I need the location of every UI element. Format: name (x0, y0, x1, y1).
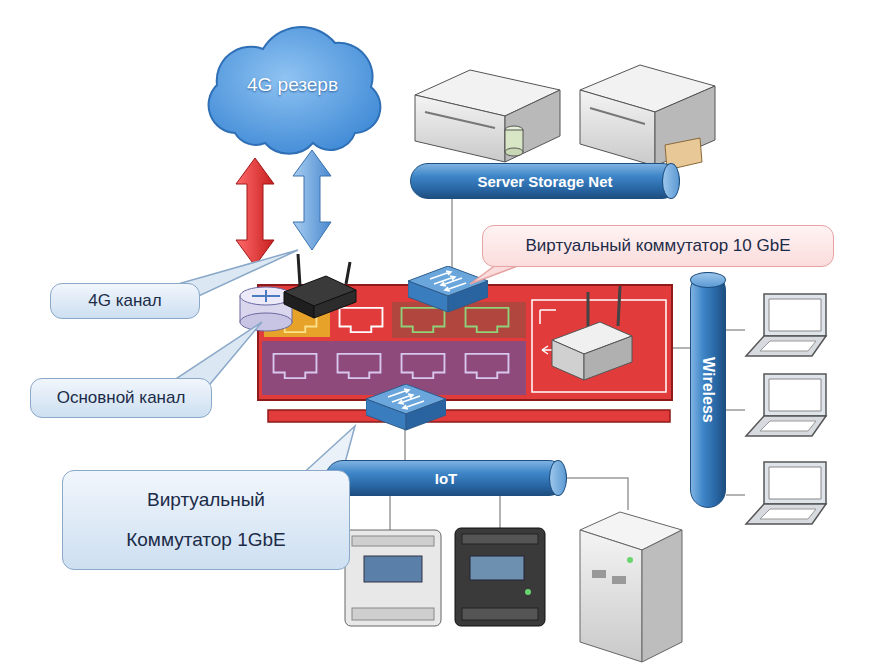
wireless-link (672, 347, 690, 349)
callout-bubble: Виртуальный коммутатор 10 GbE (482, 225, 834, 267)
meter-dark (455, 528, 545, 626)
storage-link (451, 198, 453, 272)
node-label: Wireless (699, 357, 717, 423)
callout-bubble: Виртуальный Коммутатор 1GbE (62, 470, 350, 570)
switch-1gbe (366, 384, 446, 430)
industrial-pc (580, 512, 682, 662)
network-pipe: Wireless (690, 272, 726, 508)
laptop-link (726, 329, 745, 331)
node-label: IoT (435, 470, 458, 487)
network-pipe: Server Storage Net (410, 163, 680, 199)
network-pipe: IoT (325, 460, 567, 496)
blue-double-arrow (293, 150, 331, 250)
callout-bubble: 4G канал (50, 283, 200, 319)
pipe-end-cap (690, 272, 726, 288)
red-double-arrow (236, 158, 274, 266)
meter-light (345, 530, 441, 626)
node-label: 4G канал (88, 291, 161, 311)
pipe-end-cap (662, 163, 680, 199)
server-right (580, 65, 715, 170)
node-label: Виртуальный Коммутатор 1GbE (121, 480, 291, 560)
laptop (746, 294, 826, 356)
pipe-end-cap (549, 460, 567, 496)
callout-bubble: Основной канал (30, 378, 212, 418)
node-label: Виртуальный коммутатор 10 GbE (526, 236, 791, 256)
node-label: Основной канал (57, 388, 186, 408)
laptop (746, 374, 826, 436)
4g-router (284, 254, 356, 318)
cloud-outline (209, 27, 381, 154)
server-left (415, 70, 560, 162)
laptop (746, 462, 826, 524)
switch-10gbe (408, 266, 488, 312)
node-label: 4G резерв (247, 74, 338, 96)
cloud-node: 4G резерв (195, 15, 390, 155)
node-label: Server Storage Net (477, 173, 612, 190)
laptop-link (726, 409, 745, 411)
laptop-link (726, 494, 745, 496)
access-point (552, 286, 632, 380)
